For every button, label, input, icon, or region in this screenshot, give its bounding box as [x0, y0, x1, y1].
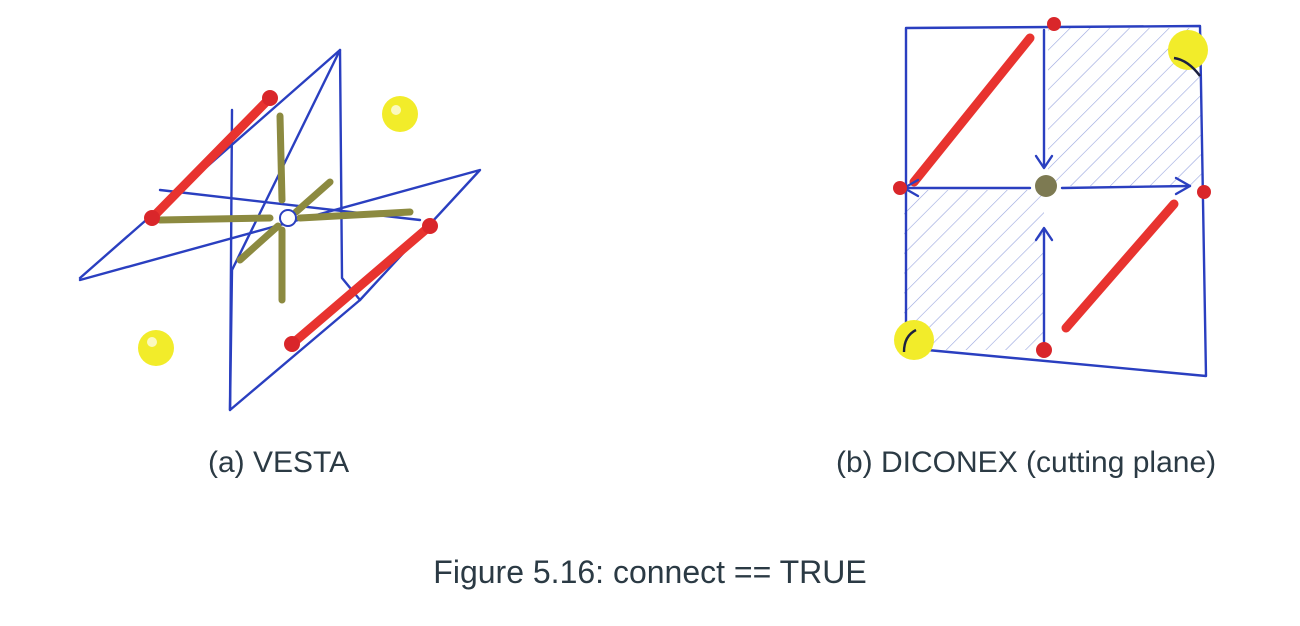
figure-caption-label: Figure 5.16: [433, 554, 605, 590]
subcaption-a-label: (a) [208, 446, 245, 479]
vesta-sketch [60, 30, 520, 430]
subcaption-b-text: DICONEX (cutting plane) [881, 446, 1217, 479]
subcaption-a-text: VESTA [253, 446, 350, 479]
subcaption-b-label: (b) [836, 446, 873, 479]
subcaption-a: (a) VESTA [208, 446, 349, 480]
diconex-sketch [870, 10, 1270, 420]
figure-caption: Figure 5.16: connect == TRUE [0, 554, 1300, 591]
figure-caption-text: connect == TRUE [612, 554, 867, 590]
subcaption-b: (b) DICONEX (cutting plane) [836, 446, 1216, 480]
